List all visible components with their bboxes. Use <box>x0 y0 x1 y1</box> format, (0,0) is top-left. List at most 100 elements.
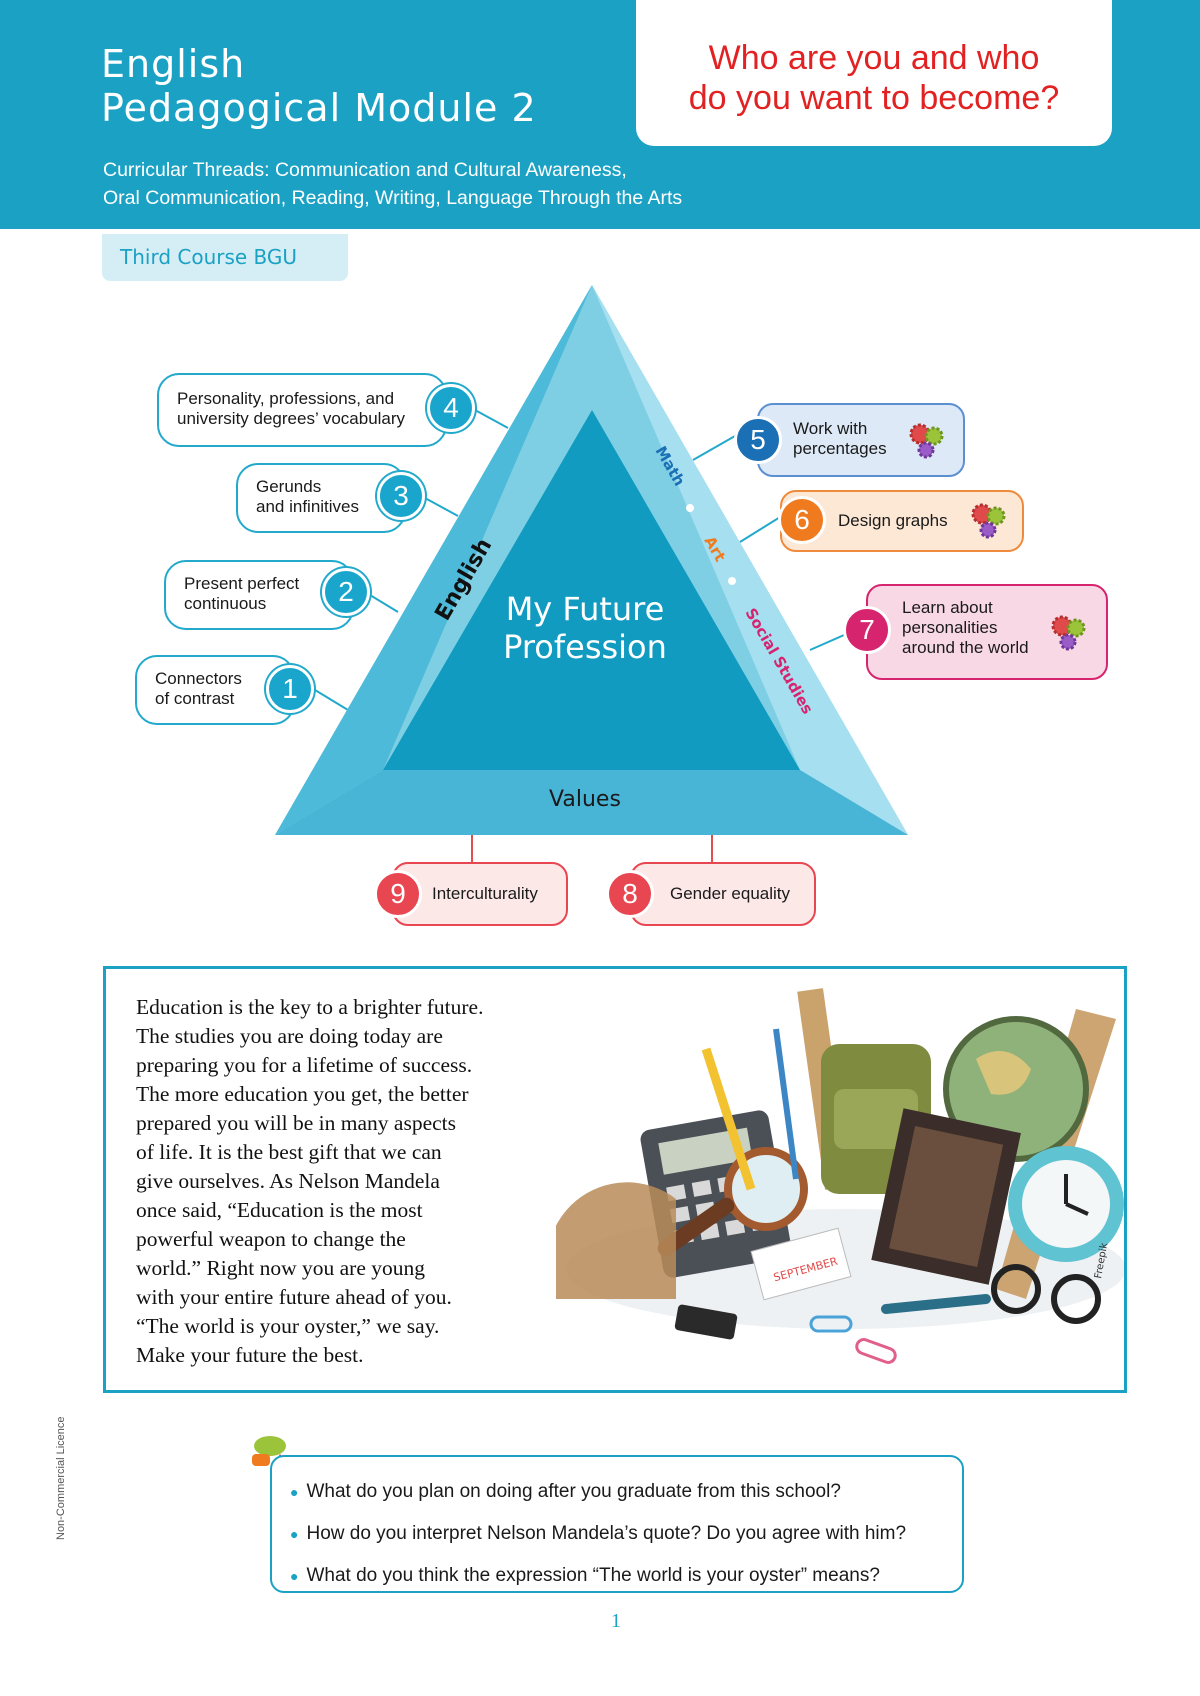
profession-triangle: My Future Profession Values English Math… <box>275 285 908 868</box>
side-separator-dot <box>728 577 736 585</box>
license-note: Non-Commercial Licence <box>55 1416 67 1541</box>
topic-5-number: 5 <box>734 416 782 464</box>
article-line: once said, “Education is the most <box>136 1198 423 1222</box>
threads-line-2: Oral Communication, Reading, Writing, La… <box>103 187 683 209</box>
bullet-icon: ● <box>290 1484 299 1500</box>
question-list: ● What do you plan on doing after you gra… <box>290 1471 906 1597</box>
topic-2-line-1: Present perfect <box>184 574 300 593</box>
triangle-base <box>275 770 908 835</box>
topic-1-line-1: Connectors <box>155 669 242 688</box>
topic-8-pill: Gender equality <box>630 862 816 926</box>
threads-line-1: Curricular Threads: Communication and Cu… <box>103 159 627 181</box>
protractor-icon <box>556 1182 676 1299</box>
topic-7-line-1: Learn about <box>902 598 993 617</box>
triangle-inner <box>383 410 800 770</box>
topic-5-pill: Work with percentages <box>757 403 965 477</box>
topic-1-line-2: of contrast <box>155 689 235 708</box>
triangle-right-face <box>592 285 908 835</box>
title-line-2: Pedagogical Module 2 <box>101 86 537 130</box>
values-label: Values <box>549 787 621 812</box>
curricular-threads: Curricular Threads: Communication and Cu… <box>103 156 682 212</box>
gears-icon <box>1051 615 1086 651</box>
question-item: ● How do you interpret Nelson Mandela’s q… <box>290 1513 906 1555</box>
backpack-pocket <box>834 1089 918 1149</box>
side-separator-dot <box>686 504 694 512</box>
topic-9-line-1: Interculturality <box>432 884 538 903</box>
topic-4-number: 4 <box>427 384 475 432</box>
paper-clip-icon <box>855 1338 897 1364</box>
article-line: Make your future the best. <box>136 1343 364 1367</box>
question-item: ● What do you plan on doing after you gra… <box>290 1471 906 1513</box>
gears-icon <box>909 423 944 459</box>
topic-6-number: 6 <box>778 496 826 544</box>
marker-icon <box>881 1294 991 1314</box>
topic-6-line-1: Design graphs <box>838 511 948 530</box>
topic-8-number: 8 <box>606 870 654 918</box>
article-line: give ourselves. As Nelson Mandela <box>136 1169 440 1193</box>
article-line: powerful weapon to change the <box>136 1227 406 1251</box>
question-text: What do you think the expression “The wo… <box>306 1565 880 1586</box>
article-line: of life. It is the best gift that we can <box>136 1140 442 1164</box>
article-box: Education is the key to a brighter futur… <box>103 966 1127 1393</box>
topic-5-line-2: percentages <box>793 439 887 458</box>
course-label: Third Course BGU <box>120 245 298 269</box>
topic-7-number: 7 <box>843 606 891 654</box>
topic-7-line-2: personalities <box>902 618 998 637</box>
magnifier-handle <box>657 1197 735 1257</box>
topic-5-line-1: Work with <box>793 419 868 438</box>
bullet-icon: ● <box>290 1526 299 1542</box>
page-title: English Pedagogical Module 2 <box>101 42 537 130</box>
topic-3-line-1: Gerunds <box>256 477 322 496</box>
topic-7-line-3: around the world <box>902 638 1029 657</box>
course-tab: Third Course BGU <box>102 234 348 281</box>
topic-2-line-2: continuous <box>184 594 267 613</box>
article-line: The studies you are doing today are <box>136 1024 443 1048</box>
question-text: What do you plan on doing after you grad… <box>306 1481 841 1502</box>
calendar-icon <box>750 1227 852 1301</box>
article-line: prepared you will be in many aspects <box>136 1111 457 1135</box>
article-line: Education is the key to a brighter futur… <box>136 995 484 1019</box>
page-number: 1 <box>611 1610 621 1632</box>
topic-2-pill: Present perfect continuous <box>164 560 354 630</box>
globe-continent <box>976 1051 1031 1095</box>
school-supplies-illustration: SEPTEMBER Freepik <box>556 988 1124 1364</box>
topic-4-line-2: university degrees’ vocabulary <box>177 409 406 428</box>
center-label-2: Profession <box>503 628 667 666</box>
guiding-question: Who are you and who do you want to becom… <box>636 38 1112 118</box>
bullet-icon: ● <box>290 1568 299 1584</box>
question-item: ● What do you think the expression “The w… <box>290 1555 906 1597</box>
triangle-left-face <box>275 285 592 835</box>
topic-4-line-1: Personality, professions, and <box>177 389 395 408</box>
glasses-icon <box>991 1264 1041 1314</box>
gears-icon <box>971 503 1006 539</box>
title-line-1: English <box>101 42 246 86</box>
topic-4-pill: Personality, professions, and university… <box>157 373 447 447</box>
calculator-screen <box>658 1127 753 1175</box>
topic-3-number: 3 <box>377 472 425 520</box>
question-line-1: Who are you and who <box>708 39 1040 77</box>
article-line: The more education you get, the better <box>136 1082 469 1106</box>
discussion-questions-box: ● What do you plan on doing after you gra… <box>270 1455 964 1593</box>
article-text: Education is the key to a brighter futur… <box>136 993 556 1370</box>
topic-8-line-1: Gender equality <box>670 884 791 903</box>
guiding-question-box: Who are you and who do you want to becom… <box>636 0 1112 146</box>
topic-9-number: 9 <box>374 870 422 918</box>
question-text: How do you interpret Nelson Mandela’s qu… <box>306 1523 907 1544</box>
pencil-icon <box>701 1047 756 1191</box>
article-line: “The world is your oyster,” we say. <box>136 1314 440 1338</box>
center-label-1: My Future <box>506 590 665 628</box>
topic-2-number: 2 <box>322 568 370 616</box>
usb-drive-icon <box>674 1304 738 1340</box>
header-banner: English Pedagogical Module 2 Curricular … <box>0 0 1200 229</box>
topic-3-line-2: and infinitives <box>256 497 360 516</box>
question-line-2: do you want to become? <box>688 79 1060 117</box>
book-cover <box>889 1126 1004 1268</box>
topic-1-number: 1 <box>266 665 314 713</box>
article-line: with your entire future ahead of you. <box>136 1285 452 1309</box>
pen-icon <box>773 1028 799 1180</box>
paper-clip-icon <box>809 1315 853 1333</box>
clock-hand <box>1065 1202 1089 1216</box>
glasses-lens <box>1051 1274 1101 1324</box>
article-line: preparing you for a lifetime of success. <box>136 1053 473 1077</box>
article-line: world.” Right now you are young <box>136 1256 426 1280</box>
